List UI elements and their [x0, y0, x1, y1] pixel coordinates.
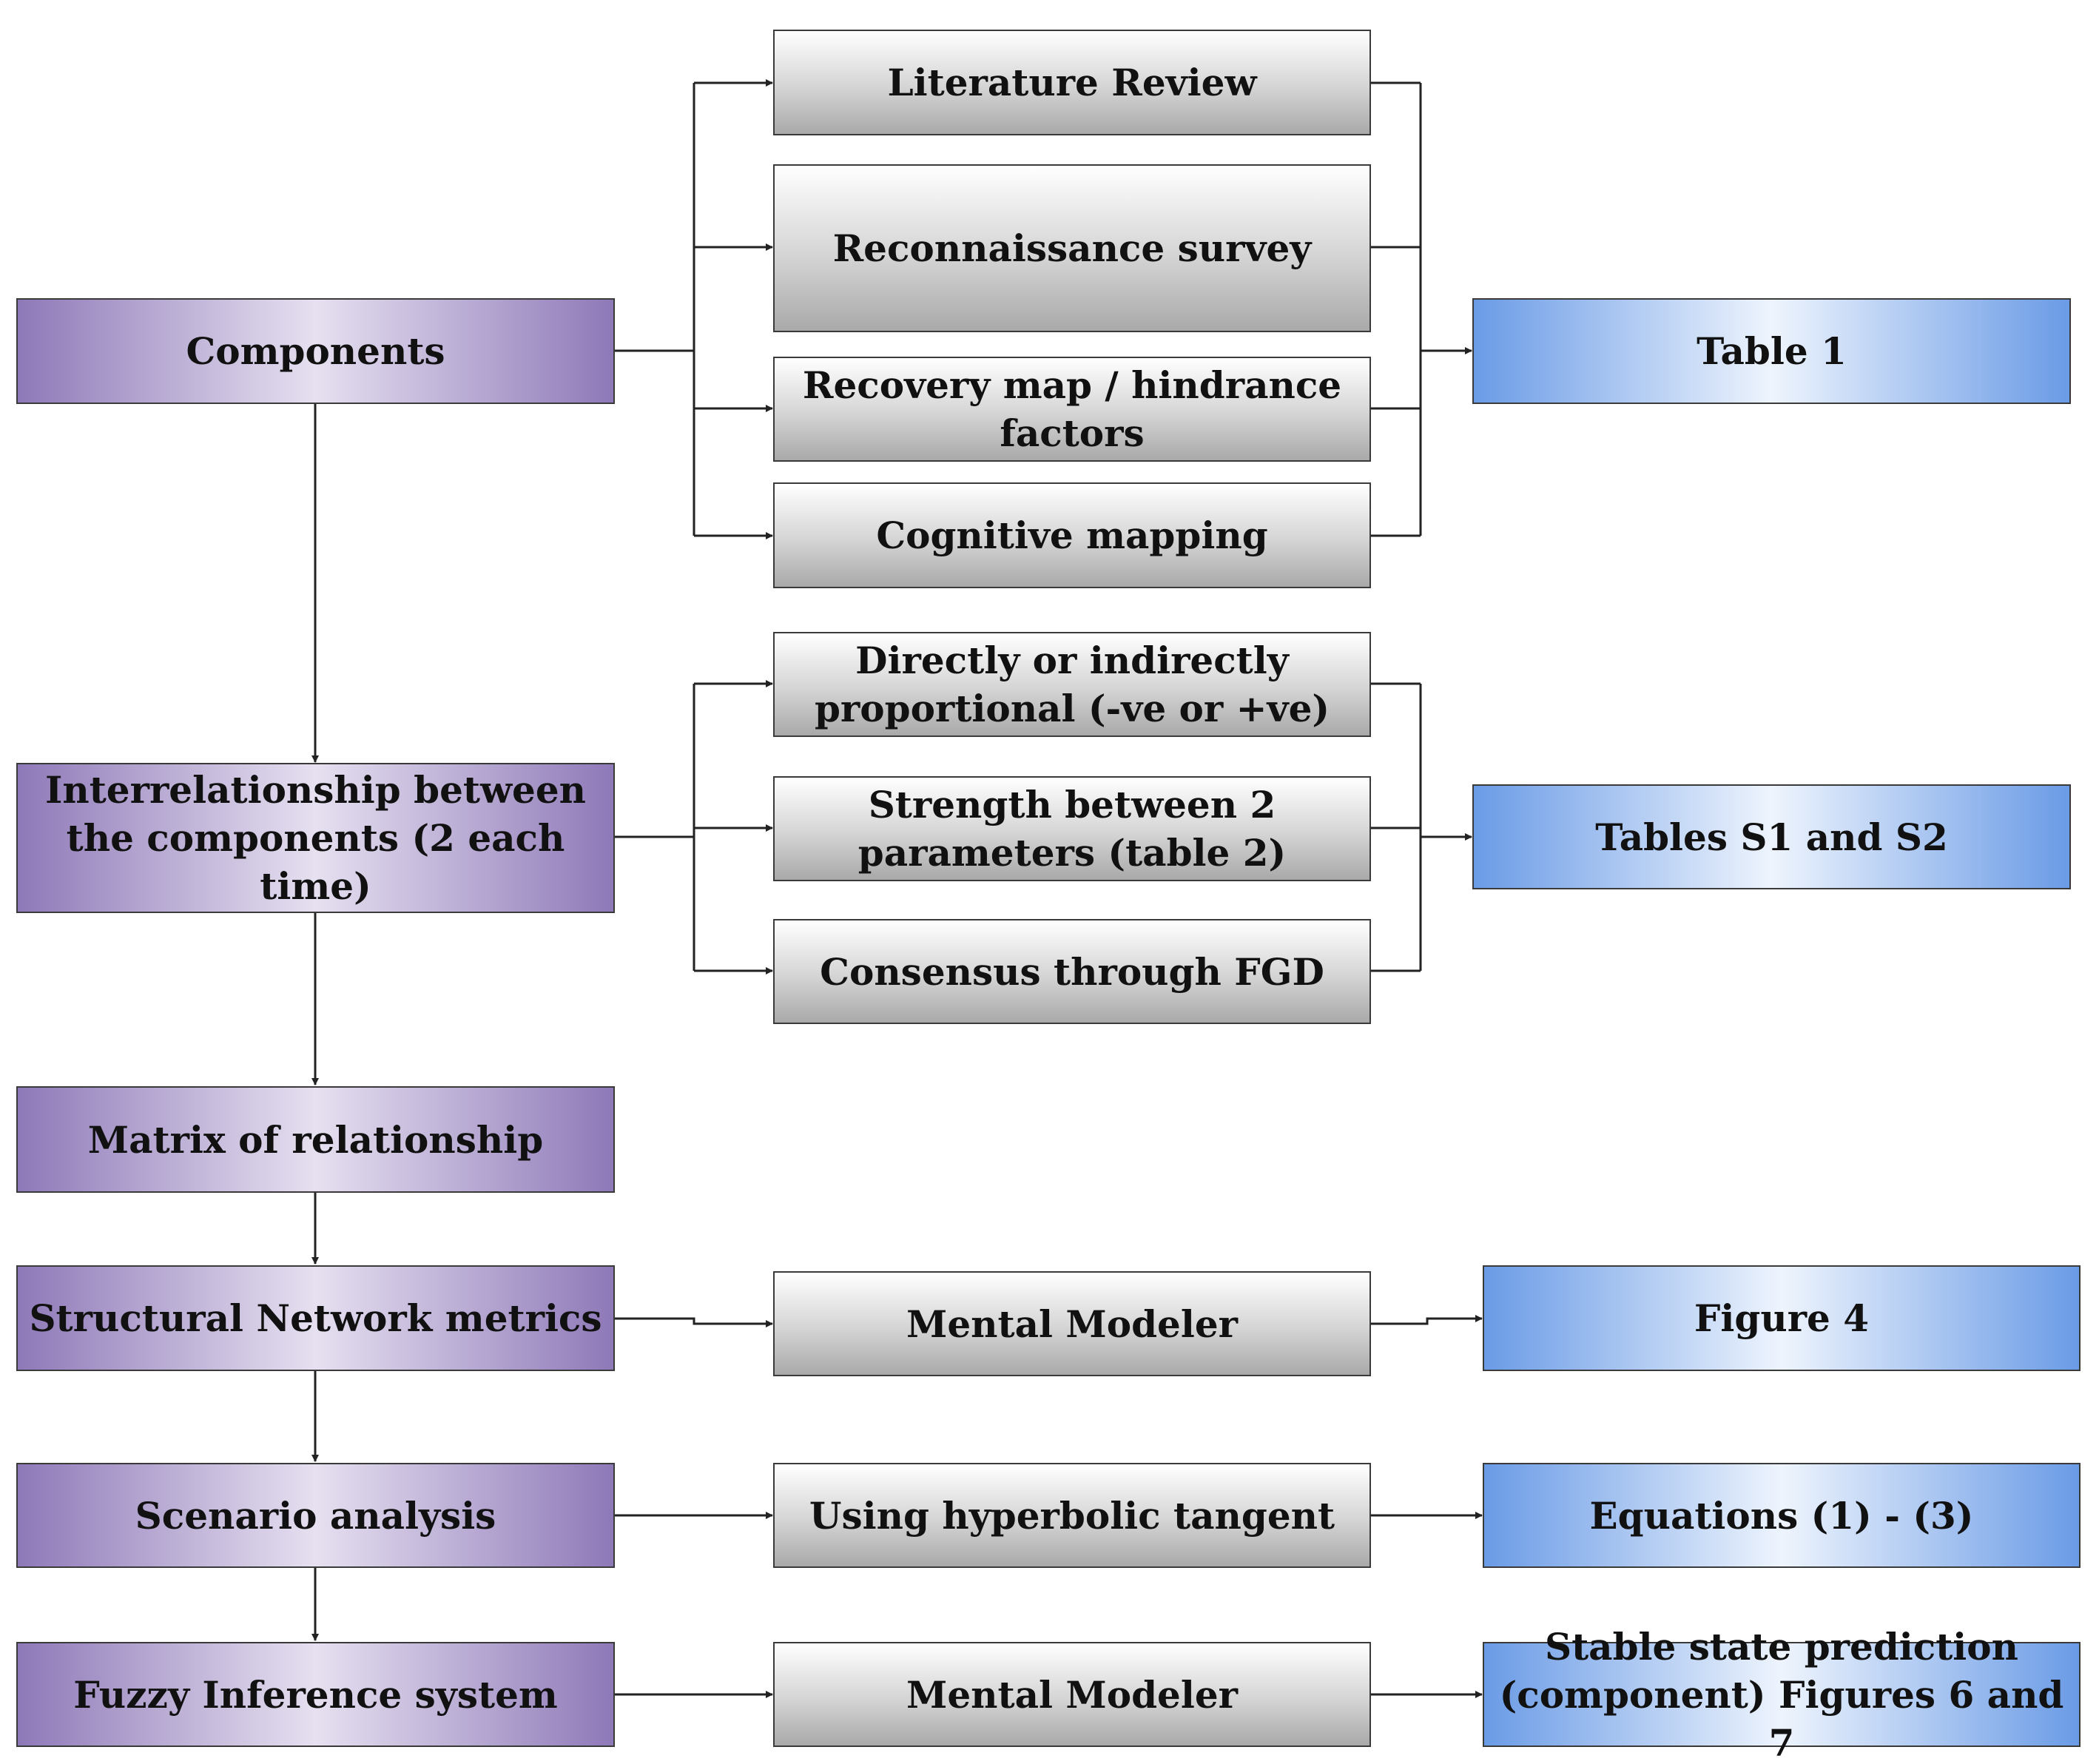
method-mental-modeler-2-label: Mental Modeler: [906, 1672, 1239, 1717]
method-reconnaissance-survey: Reconnaissance survey: [773, 164, 1371, 332]
output-equations: Equations (1) - (3): [1483, 1463, 2081, 1568]
method-strength-between-parameters: Strength between 2 parameters (table 2): [773, 776, 1371, 881]
method-mental-modeler-1: Mental Modeler: [773, 1271, 1371, 1376]
step-fuzzy-label: Fuzzy Inference system: [73, 1672, 558, 1717]
output-figure-4: Figure 4: [1483, 1265, 2081, 1371]
step-interrelationship-label: Interrelationship between the components…: [44, 768, 587, 908]
arrow-mental-modeler-to-figure-4: [1371, 1315, 1483, 1325]
step-structural-network-metrics: Structural Network metrics: [16, 1265, 615, 1371]
method-consensus-fgd: Consensus through FGD: [773, 919, 1371, 1024]
step-interrelationship: Interrelationship between the components…: [16, 763, 615, 913]
output-figure-4-label: Figure 4: [1694, 1296, 1870, 1340]
step-scenario-analysis: Scenario analysis: [16, 1463, 615, 1568]
step-scenario-label: Scenario analysis: [135, 1493, 496, 1538]
method-cognitive-mapping-label: Cognitive mapping: [876, 514, 1268, 557]
arrow-structural-to-mental-modeler: [615, 1317, 773, 1327]
method-literature-review: Literature Review: [773, 30, 1371, 135]
method-mental-modeler-1-label: Mental Modeler: [906, 1302, 1239, 1346]
method-consensus-fgd-label: Consensus through FGD: [820, 949, 1324, 994]
output-tables-s1-s2: Tables S1 and S2: [1472, 784, 2071, 889]
method-hyperbolic-tangent-label: Using hyperbolic tangent: [809, 1493, 1335, 1538]
method-cognitive-mapping: Cognitive mapping: [773, 482, 1371, 588]
output-stable-state-label: Stable state prediction (component) Figu…: [1499, 1624, 2064, 1764]
output-equations-label: Equations (1) - (3): [1589, 1493, 1974, 1538]
method-recovery-map-label: Recovery map / hindrance factors: [802, 363, 1342, 455]
method-directly-proportional-label: Directly or indirectly proportional (-ve…: [814, 639, 1330, 730]
method-recovery-map: Recovery map / hindrance factors: [773, 357, 1371, 462]
step-components-label: Components: [186, 329, 445, 373]
method-reconnaissance-survey-label: Reconnaissance survey: [832, 226, 1312, 270]
step-matrix-label: Matrix of relationship: [87, 1117, 544, 1162]
output-table-1: Table 1: [1472, 298, 2071, 404]
method-literature-review-label: Literature Review: [887, 61, 1257, 104]
method-directly-proportional: Directly or indirectly proportional (-ve…: [773, 632, 1371, 737]
step-components: Components: [16, 298, 615, 404]
output-tables-s1-s2-label: Tables S1 and S2: [1595, 815, 1948, 859]
method-hyperbolic-tangent: Using hyperbolic tangent: [773, 1463, 1371, 1568]
output-stable-state-prediction: Stable state prediction (component) Figu…: [1483, 1625, 2081, 1764]
method-strength-label: Strength between 2 parameters (table 2): [858, 783, 1287, 875]
step-fuzzy-inference-system: Fuzzy Inference system: [16, 1642, 615, 1747]
step-structural-label: Structural Network metrics: [29, 1296, 602, 1340]
output-table-1-label: Table 1: [1697, 329, 1847, 373]
method-mental-modeler-2: Mental Modeler: [773, 1642, 1371, 1747]
step-matrix-of-relationship: Matrix of relationship: [16, 1086, 615, 1193]
